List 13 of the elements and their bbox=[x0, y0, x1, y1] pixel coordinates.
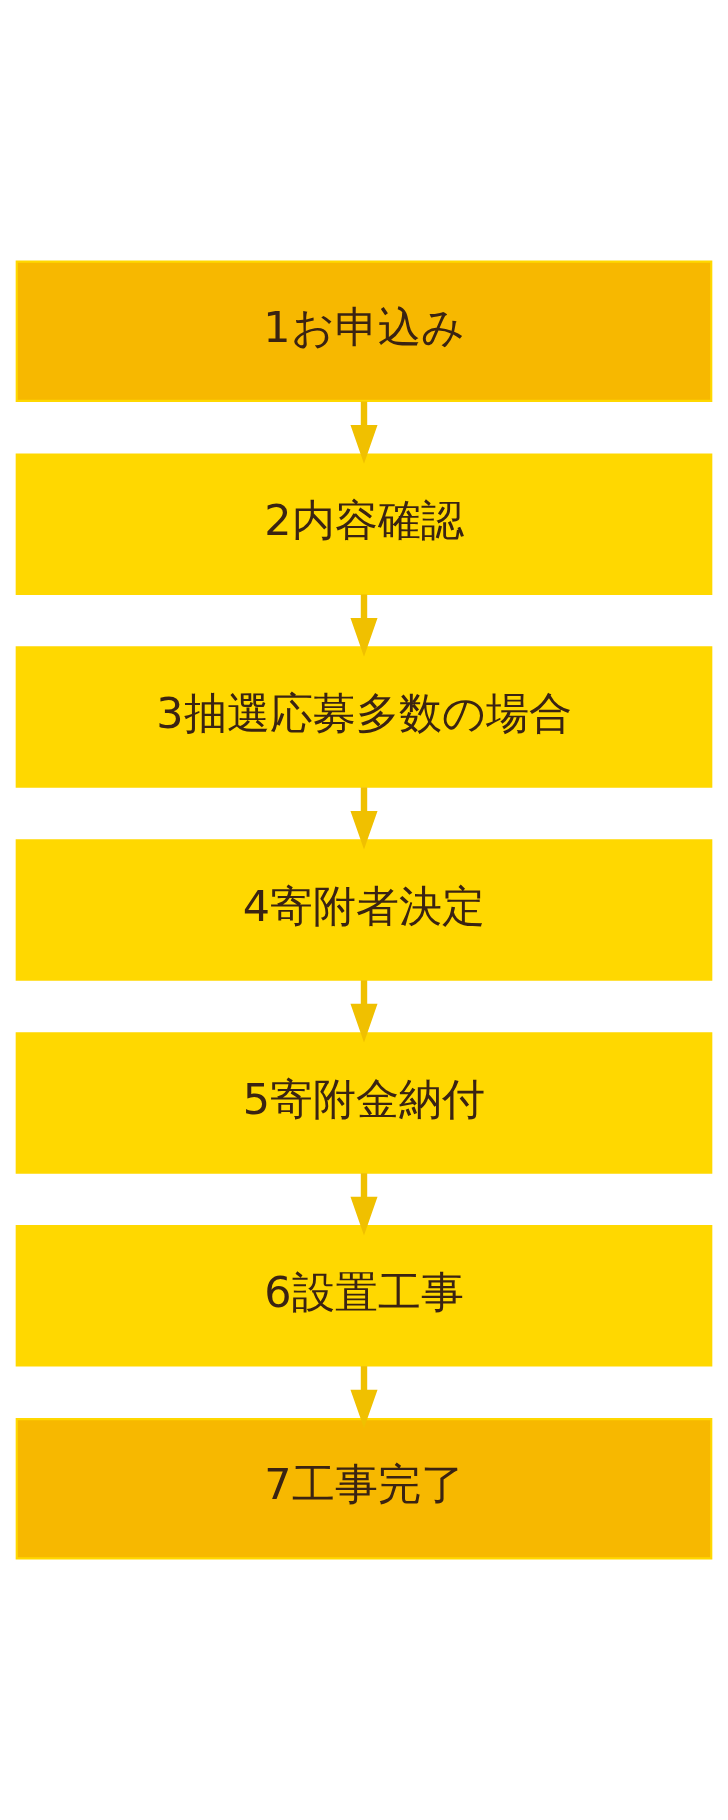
arrow bbox=[350, 1366, 378, 1429]
node-box: 3抽選応募多数の場合 bbox=[15, 646, 713, 788]
arrow bbox=[350, 787, 378, 850]
arrow bbox=[350, 594, 378, 657]
node-box: 6設置工事 bbox=[15, 1225, 713, 1367]
node-box: 5寄附金納付 bbox=[15, 1032, 713, 1174]
arrow bbox=[350, 1173, 378, 1236]
node-box: 7工事完了 bbox=[15, 1418, 713, 1560]
arrow bbox=[350, 401, 378, 464]
node-box: 2内容確認 bbox=[15, 453, 713, 595]
arrow bbox=[350, 980, 378, 1043]
node-box: 1お申込み bbox=[15, 260, 713, 402]
node-box: 4寄附者決定 bbox=[15, 839, 713, 981]
